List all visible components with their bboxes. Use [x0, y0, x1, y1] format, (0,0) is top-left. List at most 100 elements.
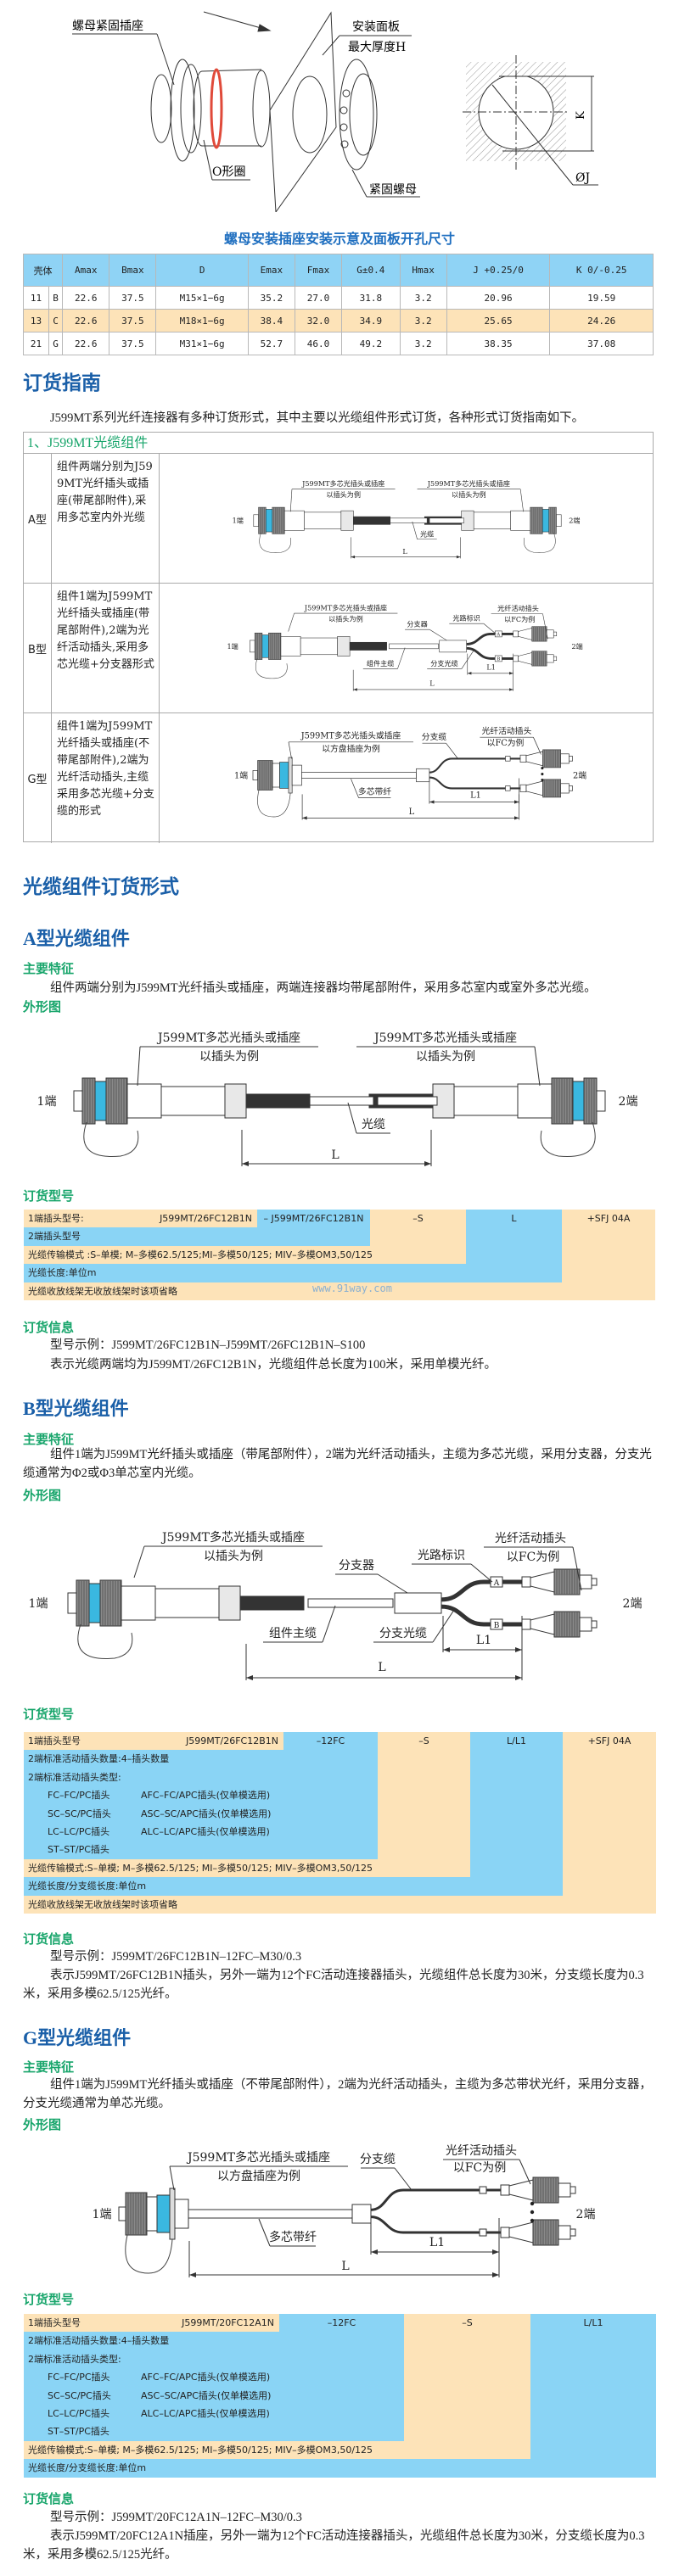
dim-cell: 20.96	[446, 286, 551, 310]
dust-cap-chain	[77, 1623, 133, 1659]
type-b-features-label: 主要特征	[23, 1433, 75, 1447]
dim-cell: 3.2	[399, 332, 447, 355]
dim-cell: 19.59	[549, 286, 654, 310]
connector-type-option: ALC–LC/APC插头(仅单模选用)	[141, 2407, 270, 2419]
leader-line	[347, 1102, 357, 1134]
arrow-icon	[492, 2272, 499, 2277]
type-a-features-label: 主要特征	[23, 962, 75, 976]
dim-header-cell: G±0.4	[341, 254, 401, 287]
dim-cell: 52.7	[247, 332, 295, 355]
end1-label: 1端	[29, 1597, 48, 1611]
dust-cap-chain	[540, 1121, 596, 1157]
arrow-icon	[429, 800, 435, 804]
dim-header-cell: Emax	[247, 254, 295, 287]
plug-pin	[253, 514, 259, 527]
fc-boot	[519, 754, 527, 763]
blue-band	[88, 1583, 101, 1623]
branch-label: 分支缆	[360, 2153, 396, 2166]
leader-line	[412, 521, 418, 539]
ribbon-label: 多芯带纤	[358, 785, 391, 796]
blue-band	[265, 509, 273, 533]
end1-label: 1端	[227, 642, 238, 651]
arrow-icon	[242, 1161, 249, 1166]
fiber-plug-label: 光纤活动插头	[482, 725, 532, 736]
end2-label: 2端	[571, 642, 582, 651]
arrow-icon	[302, 816, 307, 820]
plug-nut	[224, 1083, 247, 1119]
leader-line	[322, 1605, 336, 1643]
fiber-plug-label: 光纤活动插头	[446, 2144, 517, 2158]
receptacle-body	[291, 764, 302, 786]
plug-example-label: 以插头为例	[452, 490, 485, 499]
path-mark	[479, 2186, 487, 2194]
splitter-label: 分支器	[407, 620, 427, 629]
order-field-desc: 光缆长度/分支缆长度:单位m	[24, 1877, 470, 1896]
path-mark-label: B	[497, 657, 500, 662]
order-field-label: 1端插头型号	[28, 2317, 81, 2328]
length-l-label: L	[341, 2260, 349, 2273]
branch-cable	[370, 2188, 501, 2211]
path-mark	[505, 785, 511, 791]
order-col-value: –12FC	[279, 2314, 404, 2441]
knurled-ring	[254, 632, 263, 660]
arrow-icon	[353, 688, 357, 691]
fc-ferrule	[560, 753, 570, 764]
order-col-model: 1端插头型号:J599MT/26FC12B1N	[24, 1210, 257, 1228]
path-mark	[490, 1618, 503, 1630]
type-b-order-info-label: 订货信息	[23, 1932, 75, 1947]
fc-example-label: 以FC为例	[453, 2161, 506, 2175]
length-l-label: L	[409, 807, 415, 817]
dust-cap-chain	[125, 2234, 173, 2274]
corrugated-sleeve	[349, 641, 387, 651]
type-a-example: 型号示例：J599MT/26FC12B1N–J599MT/26FC12B1N–S…	[50, 1338, 366, 1352]
plug-example-label: 以插头为例	[204, 1550, 263, 1563]
path-mark-label: A	[496, 633, 500, 638]
leader-line	[397, 647, 406, 669]
plug-pin	[596, 1090, 606, 1112]
fc-boot	[500, 2184, 510, 2196]
type-g-example: 型号示例：J599MT/20FC12A1N–12FC–M30/0.3	[50, 2511, 302, 2524]
leader-line	[483, 623, 497, 634]
type-g-explain: 表示J599MT/20FC12A1N插座，另外一端为12个FC活动连接器插头，光…	[23, 2529, 645, 2562]
branch-cable	[429, 757, 520, 774]
plug-nut	[337, 636, 351, 657]
connector-type-option: AFC–FC/APC插头(仅单模选用)	[141, 2372, 271, 2383]
branch-cable	[370, 2216, 501, 2234]
length-l1-label: L1	[470, 791, 481, 801]
branch-cable	[429, 776, 520, 790]
plug-example-label: 以插头为例	[326, 490, 360, 499]
leader-line	[429, 629, 447, 641]
arrow-icon	[189, 2272, 196, 2277]
blue-band	[156, 2194, 171, 2233]
leader-line	[519, 489, 524, 512]
plug-tail	[300, 637, 338, 656]
guide-type: B型	[24, 584, 52, 712]
watermark: www.91way.com	[312, 1282, 392, 1294]
dim-cell: M31×1−6g	[155, 332, 249, 355]
guide-diagram-g: J599MT多芯光插头或插座以方盘插座为例分支缆光纤活动插头以FC为例多芯带纤1…	[234, 725, 586, 820]
branch-box	[351, 2204, 372, 2224]
dim-cell: M15×1−6g	[155, 286, 249, 310]
dim-cell: 37.08	[549, 332, 654, 355]
dim-header-cell: Fmax	[294, 254, 343, 287]
order-field-desc: 光缆收放线架无收放线架时该项省略	[24, 1895, 563, 1914]
fc-tip	[553, 631, 558, 637]
path-mark	[479, 2228, 487, 2237]
leader-line	[534, 1046, 541, 1087]
label-nut-socket: 螺母紧固插座	[72, 20, 143, 33]
cable-label: 光缆	[420, 529, 434, 538]
leader-line	[572, 1546, 582, 1591]
plug-pin	[118, 2206, 126, 2221]
dim-cell: G	[48, 332, 64, 355]
arrow-icon	[443, 1647, 450, 1652]
type-g-features-label: 主要特征	[23, 2060, 75, 2075]
type-b-explain: 表示J599MT/26FC12B1N插头，另外一端为12个FC活动连接器插头，光…	[23, 1969, 644, 2001]
branch-cable-label: 分支光缆	[430, 659, 457, 668]
arrow-icon	[351, 555, 356, 559]
